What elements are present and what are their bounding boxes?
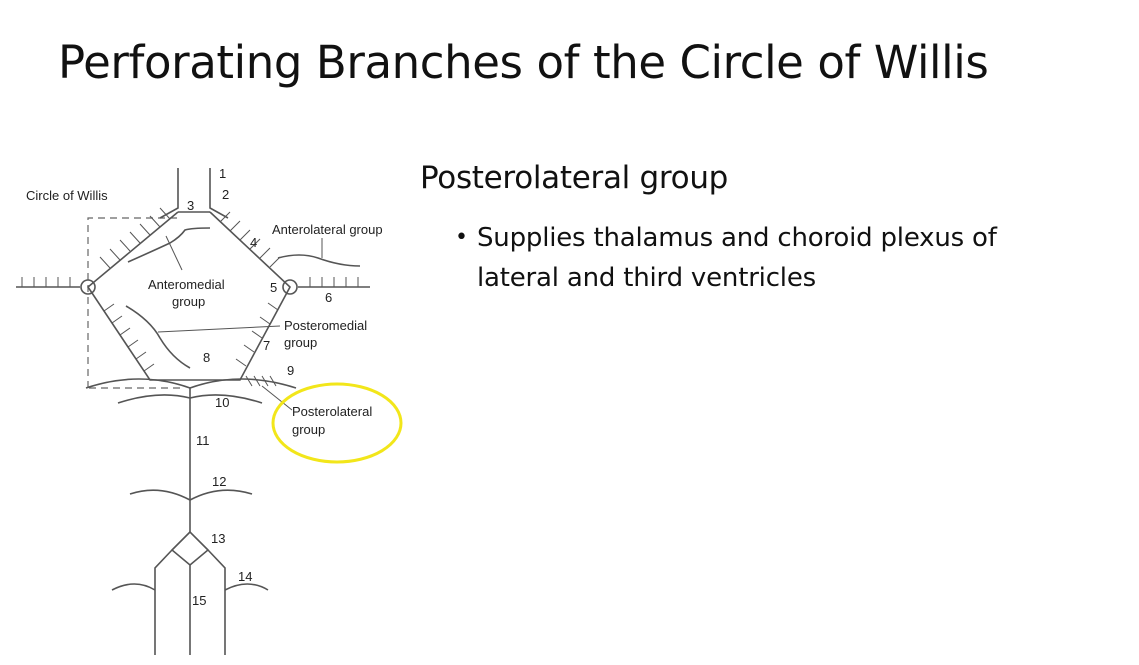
bullet-icon: • <box>455 218 477 298</box>
number-label: 1 <box>219 166 226 181</box>
bullet-line-2: lateral and third ventricles <box>477 263 816 293</box>
dashed-outline <box>88 218 180 388</box>
label-anteromedial-1: Anteromedial <box>148 277 225 292</box>
label-posterolateral-2: group <box>292 422 325 437</box>
number-label: 2 <box>222 187 229 202</box>
posteromedial-leader <box>158 326 280 332</box>
number-label: 12 <box>212 474 226 489</box>
section-heading: Posterolateral group <box>420 160 728 196</box>
number-label: 6 <box>325 290 332 305</box>
anterolateral-curve <box>278 255 360 266</box>
bullet-text: Supplies thalamus and choroid plexus of … <box>477 218 997 298</box>
posteromedial-ticks-left <box>104 304 154 371</box>
label-posterolateral-1: Posterolateral <box>292 404 372 419</box>
circle-of-willis-diagram: Circle of Willis Anterolateral group Ant… <box>0 150 420 665</box>
number-label: 8 <box>203 350 210 365</box>
posteromedial-ticks-right <box>236 303 278 366</box>
aica-arc <box>130 490 252 500</box>
label-circle-of-willis: Circle of Willis <box>26 188 108 203</box>
label-anterolateral-group: Anterolateral group <box>272 222 383 237</box>
number-label: 9 <box>287 363 294 378</box>
number-label: 3 <box>187 198 194 213</box>
number-label: 14 <box>238 569 252 584</box>
number-label: 7 <box>263 338 270 353</box>
number-label: 13 <box>211 531 225 546</box>
number-label: 5 <box>270 280 277 295</box>
number-label: 10 <box>215 395 229 410</box>
number-label: 4 <box>250 235 257 250</box>
number-label: 15 <box>192 593 206 608</box>
number-label: 11 <box>196 433 210 448</box>
mca-ticks-left <box>22 277 70 287</box>
label-anteromedial-2: group <box>172 294 205 309</box>
mca-ticks-right <box>310 277 358 287</box>
label-posteromedial-1: Posteromedial <box>284 318 367 333</box>
bullet-line-1: Supplies thalamus and choroid plexus of <box>477 223 997 253</box>
anteromedial-curve <box>128 228 210 262</box>
bullet-item: • Supplies thalamus and choroid plexus o… <box>455 218 1105 298</box>
slide-title: Perforating Branches of the Circle of Wi… <box>58 36 988 89</box>
vertebral-junction <box>155 532 225 655</box>
label-posteromedial-2: group <box>284 335 317 350</box>
